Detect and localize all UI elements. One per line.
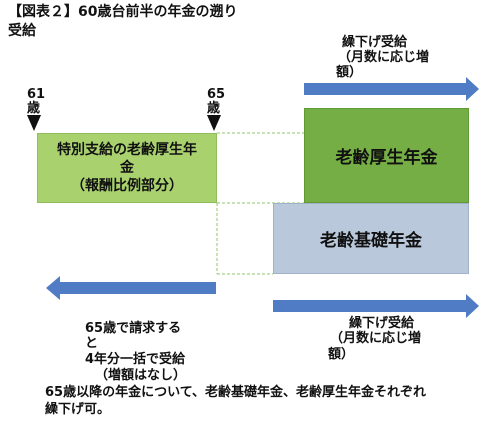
deferral-bottom-label-line3: 額） xyxy=(328,347,355,362)
claim-note-line4: （増額はなし） xyxy=(95,368,187,383)
footer-note-line1: 65歳以降の年金について、老齢基礎年金、老齢厚生年金それぞれ xyxy=(45,385,427,400)
special-pension-box: 特別支給の老齢厚生年 金 （報酬比例部分） xyxy=(37,133,217,203)
age65-unit: 歳 xyxy=(207,101,221,116)
age65-marker-icon xyxy=(207,115,221,131)
deferral-top-label-line1: 繰下げ受給 xyxy=(342,35,408,50)
employee-pension-label: 老齢厚生年金 xyxy=(335,148,438,168)
claim-note-line1: 65歳で請求する xyxy=(85,321,182,336)
employee-pension-box: 老齢厚生年金 xyxy=(304,108,469,203)
deferral-arrow-top-icon xyxy=(304,77,479,101)
claim-note-line2: と xyxy=(85,336,99,351)
deferral-top-label-line2: （月数に応じ増 xyxy=(338,50,430,65)
deferral-bottom-label-line2: （月数に応じ増 xyxy=(330,331,422,346)
age61-marker-icon xyxy=(27,115,41,131)
age65-label: 65 xyxy=(207,87,226,102)
deferral-top-label-line3: 額） xyxy=(336,65,363,80)
deferral-bottom-label-line1: 繰下げ受給 xyxy=(349,316,415,331)
figure-title: 【図表２】60歳台前半の年金の遡り xyxy=(8,4,238,20)
claim-note-line3: 4年分一括で受給 xyxy=(85,352,186,367)
special-pension-label-line3: （報酬比例部分） xyxy=(71,178,183,194)
age61-label: 61 xyxy=(27,87,46,102)
basic-pension-box: 老齢基礎年金 xyxy=(273,203,469,274)
lump-sum-arrow-icon xyxy=(46,276,216,300)
age61-unit: 歳 xyxy=(27,101,41,116)
figure-title-line2: 受給 xyxy=(8,23,36,39)
special-pension-label-line1: 特別支給の老齢厚生年 xyxy=(57,142,197,158)
special-pension-label-line2: 金 xyxy=(120,160,134,176)
deferral-arrow-bottom-icon xyxy=(273,294,479,318)
footer-note-line2: 繰下げ可。 xyxy=(45,402,111,417)
basic-pension-label: 老齢基礎年金 xyxy=(320,231,422,251)
